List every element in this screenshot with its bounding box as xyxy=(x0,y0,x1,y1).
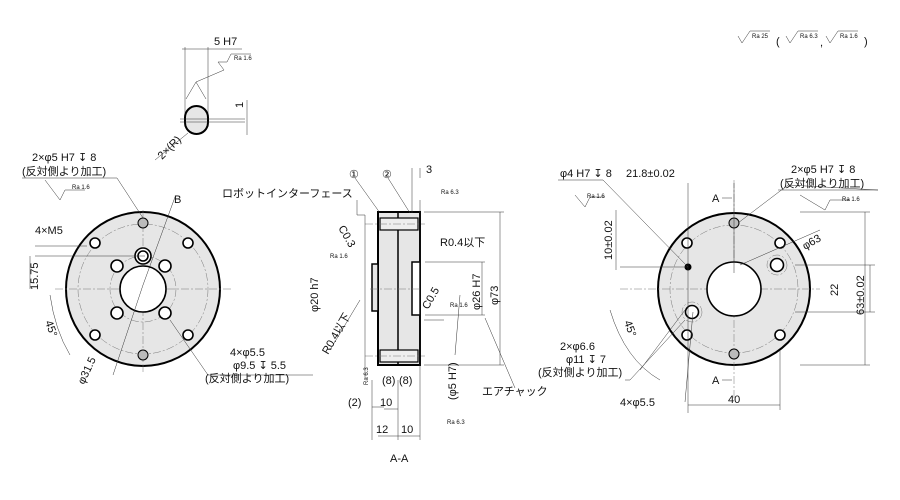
dim-40: 40 xyxy=(728,394,740,406)
dim-8a: (8) xyxy=(382,375,395,387)
dim-phi26: φ26 H7 xyxy=(471,274,483,311)
robot-interface-label: ロボットインターフェース xyxy=(222,187,353,200)
section-view: ① ② 3 Ra 6.3 ロボットインターフェース C0.3 Ra 1.6 φ2… xyxy=(222,164,548,465)
pin-ra: Ra 1.6 xyxy=(72,185,90,191)
cb-callout-2: φ9.5 ↧ 5.5 xyxy=(233,360,286,372)
center-bore xyxy=(119,265,167,313)
view-b-label: B xyxy=(174,194,181,206)
paren-open: ( xyxy=(776,36,780,48)
cb-back-3: (反対側より加工) xyxy=(538,365,622,379)
holes-callout-back: 4×φ5.5 xyxy=(620,397,655,409)
pin-callout-back: 2×φ5 H7 ↧ 8 xyxy=(791,164,855,176)
comma: , xyxy=(820,37,823,49)
ra-mid: Ra 1.6 xyxy=(450,303,468,309)
dim-phi5: (φ5 H7) xyxy=(447,362,459,400)
left-view: 2×φ5 H7 ↧ 8 (反対側より加工) Ra 1.6 B 4×M5 15.7… xyxy=(22,152,313,386)
dim-15-75: 15.75 xyxy=(29,262,41,290)
cb-back-1: 2×φ6.6 xyxy=(560,341,595,353)
slot-shape xyxy=(184,105,209,135)
cut-a-bottom: A xyxy=(712,375,720,387)
pin-hole-note: (反対側より加工) xyxy=(22,164,106,178)
angle-45-back: 45° xyxy=(621,319,638,339)
dim-phi73: φ73 xyxy=(489,286,501,305)
dim-8b: (8) xyxy=(399,375,412,387)
pin-hole xyxy=(137,217,149,229)
chamfer-c05: C0.5 xyxy=(420,285,442,311)
cb-callout-3: (反対側より加工) xyxy=(205,371,289,385)
dim-10: 10±0.02 xyxy=(603,220,615,260)
air-chuck-label: エアチャック xyxy=(482,385,548,398)
slot-ra: Ra 1.6 xyxy=(234,56,252,62)
dim-63: 63±0.02 xyxy=(855,275,867,315)
dim-3: 3 xyxy=(426,164,432,176)
dim-22: 22 xyxy=(829,284,841,296)
cb-holes xyxy=(110,259,172,320)
dim-phi20: φ20 h7 xyxy=(309,277,321,312)
right-view: φ4 H7 ↧ 8 Ra 1.6 21.8±0.02 2×φ5 H7 ↧ 8 (… xyxy=(538,164,879,413)
ra-general: Ra 25 xyxy=(752,34,769,40)
surface-finish-legend: Ra 25 ( Ra 6.3 , Ra 1.6 ) xyxy=(737,30,868,49)
dim-2: (2) xyxy=(348,397,361,409)
slot-depth-dim: 1 xyxy=(234,102,246,108)
pcd-31-5: φ31.5 xyxy=(76,355,99,386)
slot-detail: 5 H7 Ra 1.6 1 2×(R) xyxy=(154,36,252,162)
angle-45: 45° xyxy=(42,319,59,339)
tap-callout: 4×M5 xyxy=(35,225,63,237)
pin-hole-callout: 2×φ5 H7 ↧ 8 xyxy=(32,152,96,164)
cb-callout-1: 4×φ5.5 xyxy=(230,347,265,359)
ra-top: Ra 6.3 xyxy=(441,190,459,196)
phi4-ra: Ra 1.6 xyxy=(587,194,605,200)
ra-low-left: Ra 6.3 xyxy=(364,367,370,385)
ra-bottom: Ra 6.3 xyxy=(447,420,465,426)
ra-alt2: Ra 1.6 xyxy=(840,34,858,40)
part-2-marker: ② xyxy=(382,169,392,181)
ra-alt1: Ra 6.3 xyxy=(800,34,818,40)
cut-a-top: A xyxy=(712,193,720,205)
part-1-marker: ① xyxy=(349,169,359,181)
ra-left: Ra 1.6 xyxy=(330,254,348,260)
radius-right: R0.4以下 xyxy=(440,237,485,249)
chamfer-c03: C0.3 xyxy=(335,224,357,250)
pcd-63: φ63 xyxy=(801,233,824,253)
cb-back-2: φ11 ↧ 7 xyxy=(566,354,606,366)
section-title: A-A xyxy=(390,453,409,465)
pin-hole xyxy=(137,349,149,361)
paren-close: ) xyxy=(864,36,868,48)
pin-ra-back: Ra 1.6 xyxy=(842,197,860,203)
pin-note-back: (反対側より加工) xyxy=(780,176,864,190)
dim-12: 12 xyxy=(376,424,388,436)
dim-21-8: 21.8±0.02 xyxy=(626,168,675,180)
dim-10a: 10 xyxy=(380,397,392,409)
slot-width-dim: 5 H7 xyxy=(214,36,237,48)
radius-left: R0.4以下 xyxy=(320,311,353,356)
dim-10b: 10 xyxy=(401,424,413,436)
m5-holes xyxy=(89,237,194,341)
phi4-callout: φ4 H7 ↧ 8 xyxy=(560,168,612,180)
